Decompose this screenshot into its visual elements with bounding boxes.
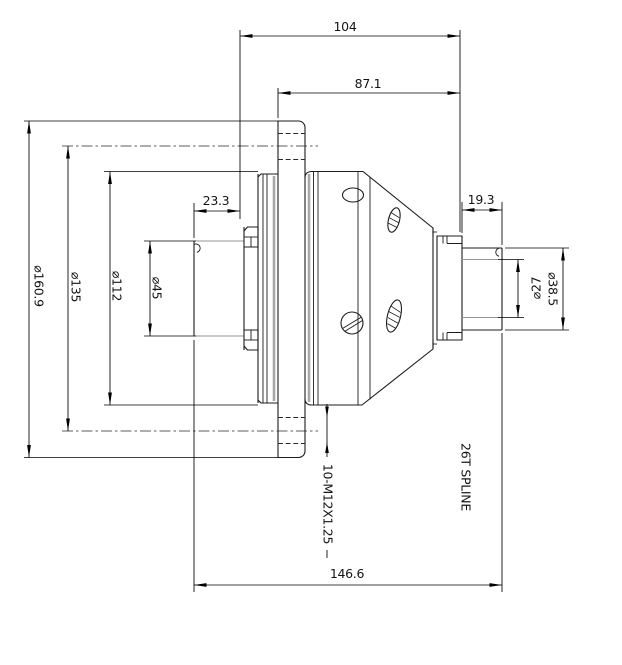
part-outline [193,120,503,459]
callout-thread: 10-M12X1.25 [321,404,336,558]
dim-label-dia-112: ⌀112 [110,271,125,301]
right-shaft-chamfer-arc [495,247,503,257]
hub-top-edge [257,173,278,178]
dim-label-dia-45: ⌀45 [150,277,165,300]
dim-label-dia-38-5: ⌀38.5 [546,272,561,306]
spline-window-upper [387,207,401,233]
dim-label-dia-27: ⌀27 [529,277,544,300]
flange-outline [277,120,306,459]
dimension-spline-minor-diameter: ⌀27 [516,259,544,318]
spline-window-lower [385,299,403,333]
dim-label-146-6: 146.6 [330,566,365,581]
body-top-profile [304,170,434,236]
dimension-top-overall: 104 [240,19,460,38]
dimension-flange-diameter: ⌀160.9 [27,121,47,458]
dim-label-104: 104 [334,19,357,34]
dimension-body-diameter: ⌀112 [108,171,125,405]
dimension-flange-to-shaft-end: 87.1 [278,76,460,95]
hub-bottom-edge [257,399,278,404]
thread-arrow-down [325,406,329,418]
dimension-right-shaft-diameter: ⌀38.5 [546,248,565,330]
dim-label-23-3: 23.3 [203,193,230,208]
dim-label-19-3: 19.3 [468,192,495,207]
dim-label-87-1: 87.1 [355,76,382,91]
extension-lines [24,30,569,592]
callout-label-thread: 10-M12X1.25 [321,464,336,544]
right-block-outline [436,235,463,341]
screw-slot [342,316,363,332]
dimension-left-shaft-diameter: ⌀45 [148,241,165,336]
left-shaft-chamfer-arc [193,243,201,253]
body-oil-hole [341,187,365,203]
screw-head [340,311,364,335]
dimension-bottom-overall: 146.6 [194,566,502,587]
callout-label-spline: 26T SPLINE [459,443,474,511]
dimension-bolt-circle-diameter: ⌀135 [66,146,84,431]
dimension-spline-length: 19.3 [462,192,502,212]
dim-label-dia-135: ⌀135 [69,272,84,302]
right-block-groove [442,236,462,340]
thread-arrow-up [325,442,329,453]
body-bottom-profile [304,340,434,406]
dimension-left-shaft-length: 23.3 [194,193,240,213]
dim-label-dia-160-9: ⌀160.9 [32,265,47,307]
